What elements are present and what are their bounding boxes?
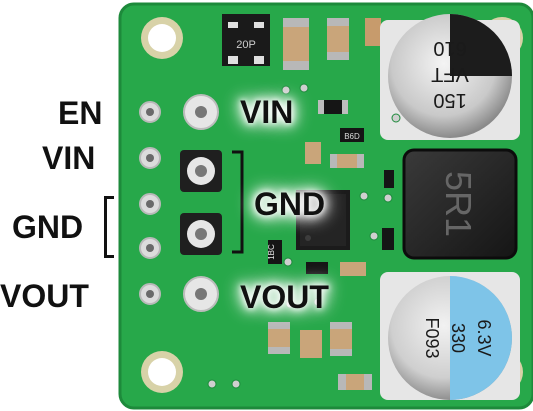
label-vout-board: VOUT xyxy=(240,279,329,315)
capacitor-top: 610 VFT 150 xyxy=(380,14,520,140)
tiny-marking: 1BC xyxy=(267,244,276,260)
label-vout-left: VOUT xyxy=(0,278,89,314)
top-ic-marking: 20P xyxy=(236,39,256,51)
gnd-bracket-left xyxy=(104,196,114,258)
regulator-ic xyxy=(296,190,350,250)
label-vin-left: VIN xyxy=(42,140,96,176)
label-gnd-board: GND xyxy=(254,186,326,222)
cap-top-line3: 150 xyxy=(433,89,466,111)
silkscreen-bracket-board xyxy=(232,150,244,254)
cap-bottom-line3: F093 xyxy=(422,317,442,358)
top-ic: 20P xyxy=(222,14,270,66)
cap-top-line1: 610 xyxy=(433,37,466,59)
pin-pads-small xyxy=(139,101,161,305)
pin-pads-large xyxy=(180,94,222,312)
vias xyxy=(207,83,401,389)
label-en-left: EN xyxy=(58,95,103,131)
mounting-hole-bottom-left xyxy=(141,351,183,393)
mounting-hole-top-left xyxy=(141,17,183,59)
resistors: B6D xyxy=(268,100,394,274)
inductor-marking: 5R1 xyxy=(438,171,479,237)
cap-bottom-line2: 330 xyxy=(448,323,468,353)
label-vin-board: VIN xyxy=(240,94,294,130)
small-chip-marking: B6D xyxy=(344,132,360,141)
cap-top-line2: VFT xyxy=(431,63,469,85)
cap-bottom-line1: 6.3V xyxy=(474,319,494,356)
inductor: 5R1 xyxy=(402,148,518,260)
label-gnd-left: GND xyxy=(12,209,84,245)
capacitor-bottom: 6.3V 330 F093 xyxy=(380,272,520,400)
